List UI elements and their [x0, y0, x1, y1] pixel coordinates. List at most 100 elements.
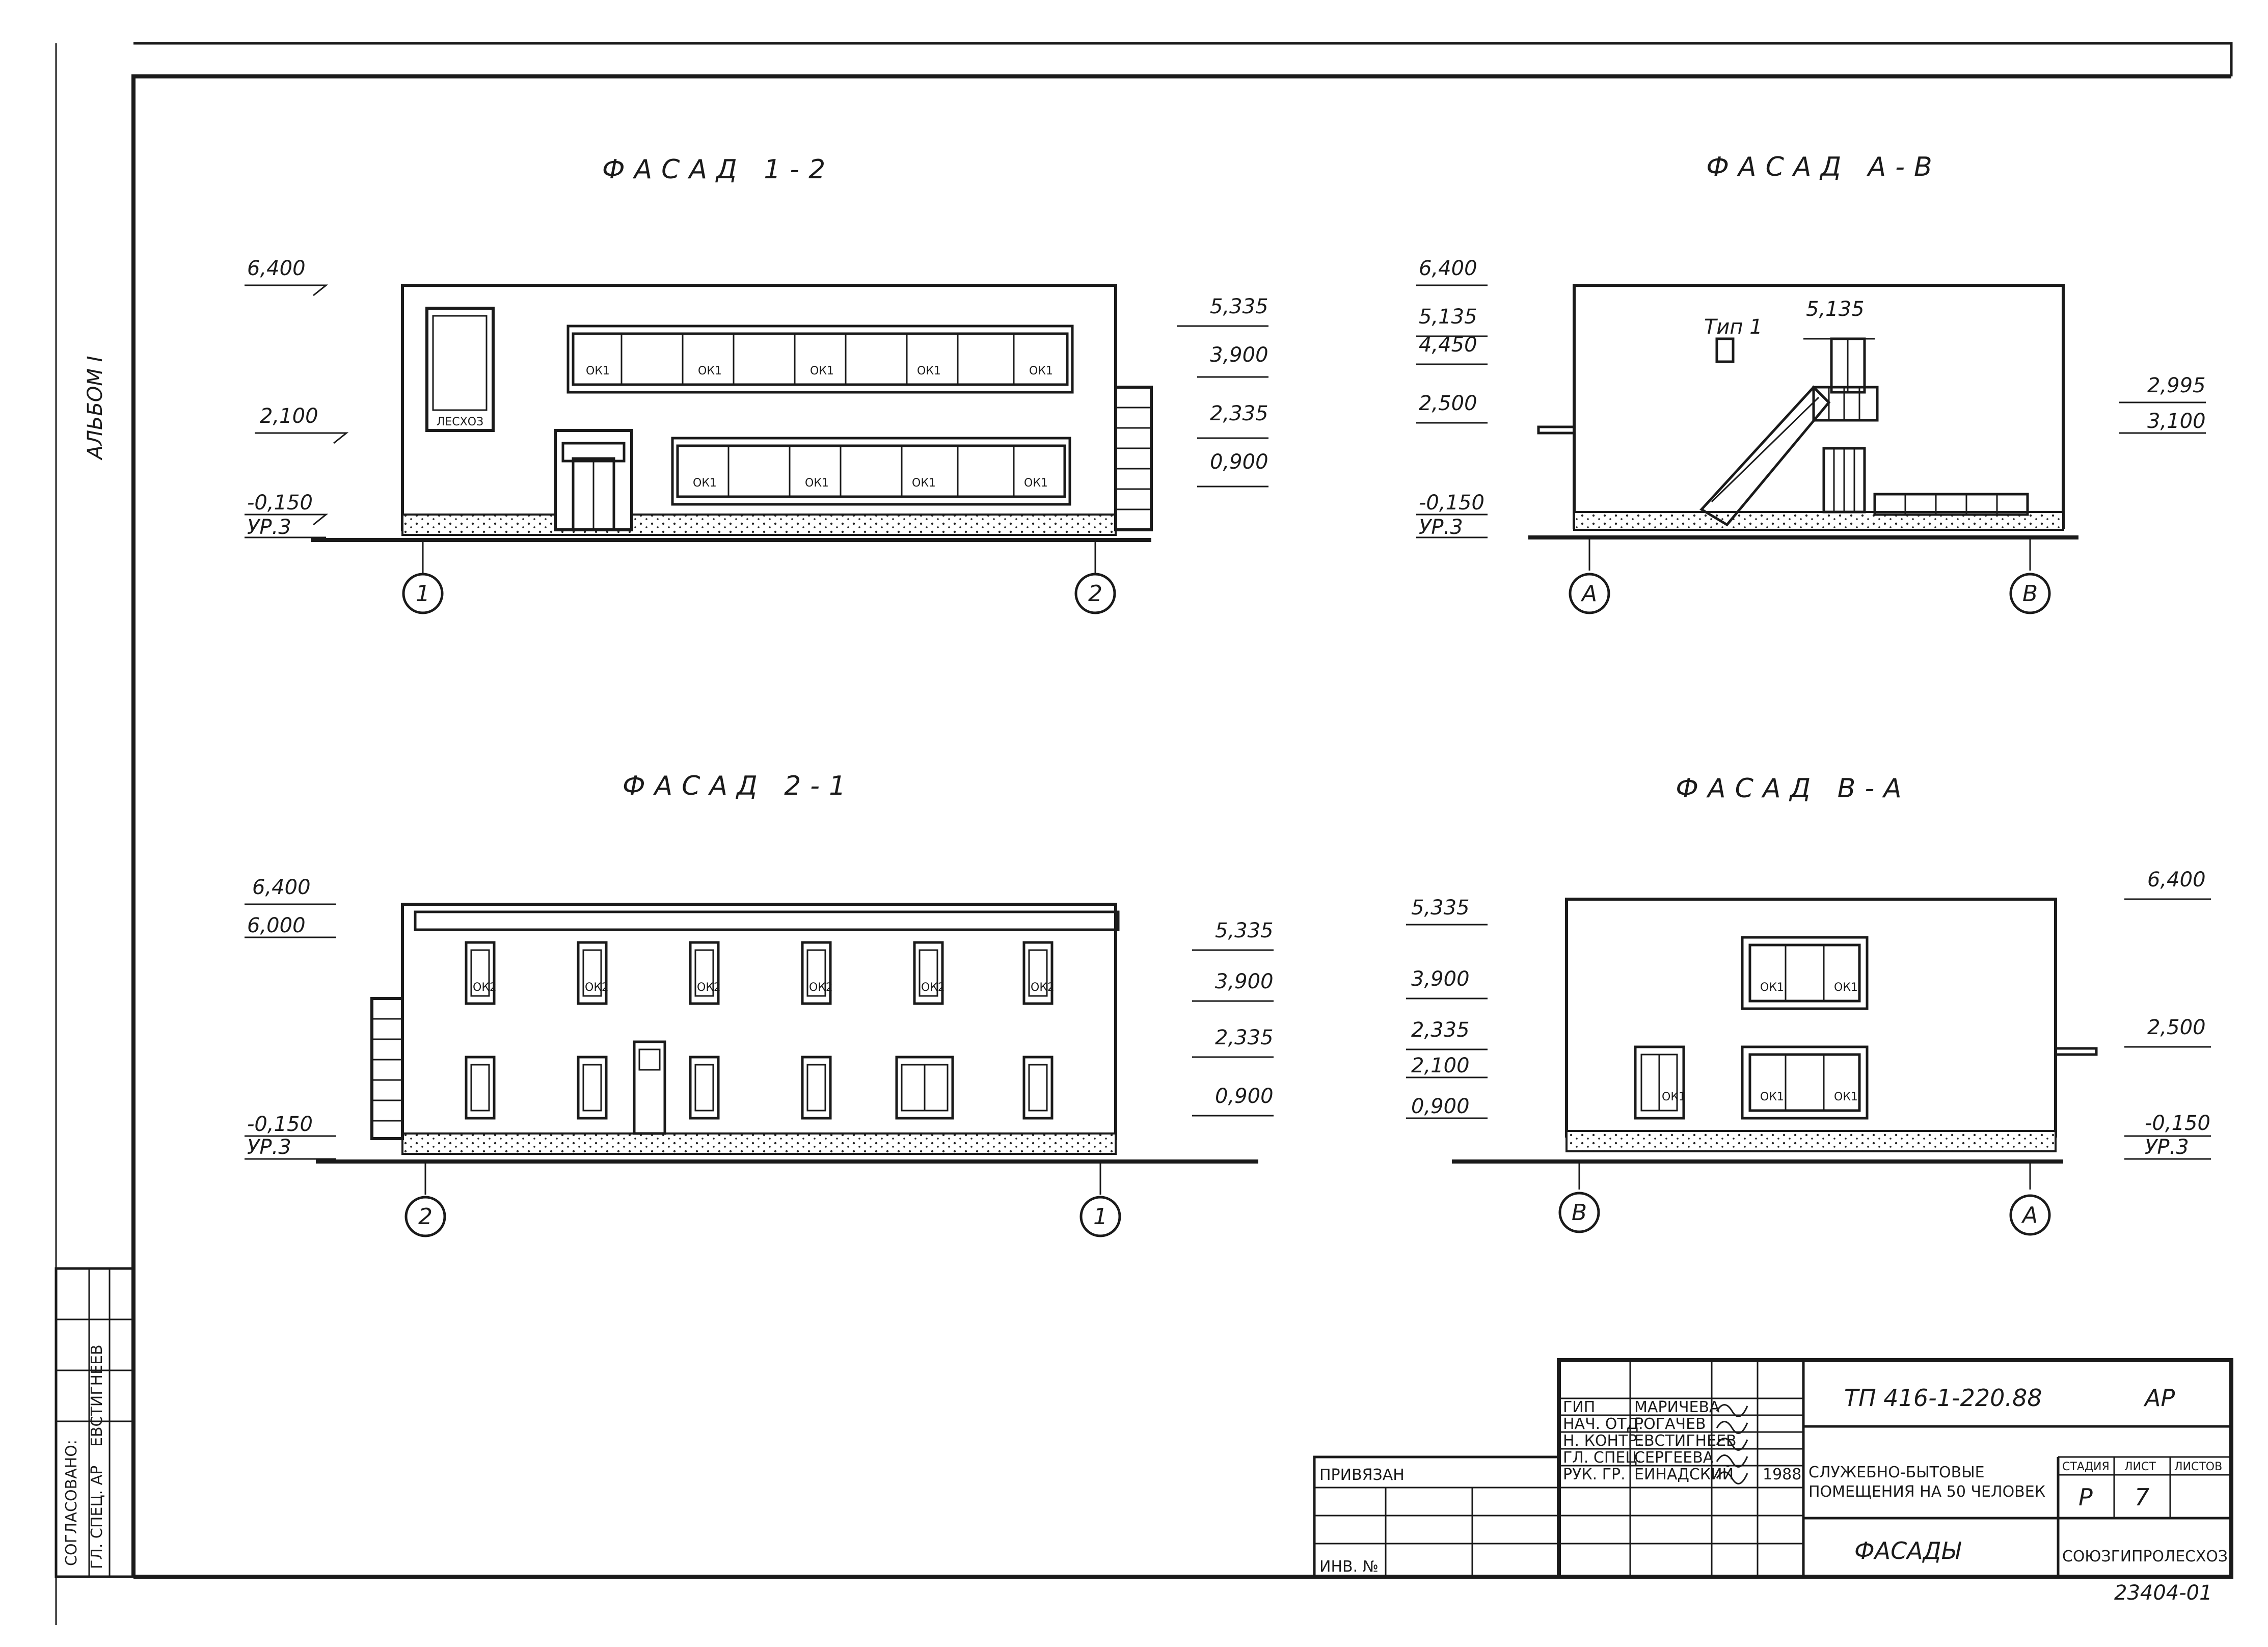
approval-block: СОГЛАСОВАНО: ГЛ. СПЕЦ. АР ЕВСТИГНЕЕВ	[55, 1267, 135, 1578]
approval-role: ГЛ. СПЕЦ. АР	[88, 1466, 106, 1569]
lower-windows	[465, 1056, 1054, 1120]
level-mark: 2,500	[2147, 1016, 2206, 1039]
window-label: ОК1	[698, 365, 722, 377]
window-label: ОК2	[921, 981, 945, 994]
level-mark: -0,150	[247, 1113, 313, 1136]
axis-label: А	[1580, 581, 1597, 607]
tb-role: НАЧ. ОТД.	[1563, 1415, 1643, 1433]
approval-name: ЕВСТИГНЕЕВ	[88, 1344, 106, 1447]
level-mark: УР.3	[247, 1136, 291, 1159]
window-label: ОК1	[1834, 981, 1858, 994]
level-mark: 2,100	[1411, 1054, 1470, 1077]
tb-role: РУК. ГР.	[1563, 1466, 1626, 1483]
level-mark: 2,500	[1419, 392, 1477, 415]
entrance-door	[633, 1040, 666, 1135]
facade-b-a-title: ФАСАД В-А	[1676, 773, 1910, 804]
window-label: ОК1	[1760, 981, 1784, 994]
tb-name: СЕРГЕЕВА	[1634, 1449, 1714, 1467]
tb-object-2: ПОМЕЩЕНИЯ НА 50 ЧЕЛОВЕК	[1808, 1483, 2045, 1501]
level-mark: 6,400	[2147, 868, 2206, 892]
tb-year: 1988	[1763, 1466, 1801, 1483]
level-mark: 0,900	[1215, 1085, 1274, 1108]
level-mark: -0,150	[1419, 491, 1484, 515]
level-mark: 5,335	[1210, 295, 1268, 318]
window-label: ОК1	[1024, 477, 1048, 490]
window-label: ОК2	[697, 981, 721, 994]
level-mark: 2,100	[260, 404, 318, 428]
level-mark: 4,450	[1419, 333, 1477, 357]
album-label: АЛЬБОМ I	[84, 356, 107, 461]
tb-sheet: 7	[2135, 1483, 2149, 1511]
approval-title: СОГЛАСОВАНО:	[63, 1440, 80, 1566]
facade-2-1: ФАСАД 2-1 ОК2 ОК2 ОК2 ОК2 ОК2 ОК2	[245, 771, 1274, 1237]
level-mark: УР.3	[247, 516, 291, 539]
level-mark: 0,900	[1411, 1095, 1470, 1118]
level-mark: 5,335	[1411, 896, 1470, 920]
facade-a-b-title: ФАСАД А-В	[1706, 152, 1941, 182]
window-label: ОК1	[917, 365, 941, 377]
title-block: ГИП МАРИЧЕВА НАЧ. ОТД. РОГАЧЕВ Н. КОНТР.…	[1313, 1358, 2233, 1605]
facade-2-1-title: ФАСАД 2-1	[623, 771, 855, 801]
vent-grille	[1715, 337, 1735, 363]
level-mark: УР.3	[1419, 516, 1463, 539]
level-mark: 3,900	[1210, 343, 1268, 367]
axis-label: В	[1572, 1200, 1587, 1226]
level-mark: 6,400	[1419, 257, 1477, 280]
tb-code: ТП 416-1-220.88	[1844, 1384, 2042, 1412]
axis-label: А	[2021, 1202, 2038, 1228]
tb-role: Н. КОНТР.	[1563, 1432, 1642, 1450]
level-mark: 5,135	[1419, 305, 1477, 329]
level-mark: 3,900	[1215, 970, 1274, 993]
tb-object-1: СЛУЖЕБНО-БЫТОВЫЕ	[1808, 1464, 1985, 1481]
facade-1-2: ФАСАД 1-2 ЛЕСХОЗ ОК1 ОК1 ОК1 ОК1 ОК1 ОК1	[245, 154, 1268, 614]
tb-archive: 23404-01	[2114, 1581, 2212, 1605]
facade-b-a: ФАСАД В-А ОК1 ОК1 ОК1 ОК1 ОК1 5,335 3,90…	[1406, 773, 2211, 1236]
tb-sheets-h: ЛИСТОВ	[2174, 1461, 2222, 1473]
level-mark: 2,335	[1215, 1026, 1274, 1049]
tb-name: РОГАЧЕВ	[1634, 1415, 1706, 1433]
level-mark: 2,995	[2147, 374, 2206, 397]
tb-name: МАРИЧЕВА	[1634, 1398, 1720, 1416]
window-label: ОК1	[693, 477, 717, 490]
level-mark: 5,335	[1215, 919, 1274, 942]
tb-privyazan: ПРИВЯЗАН	[1319, 1466, 1405, 1484]
tb-stage: Р	[2078, 1483, 2093, 1511]
window-label: ОК1	[810, 365, 834, 377]
lesxoz-sign	[425, 307, 495, 432]
level-mark: 6,400	[252, 876, 311, 899]
axis-label: 2	[418, 1204, 433, 1230]
sign-text: ЛЕСХОЗ	[437, 416, 483, 428]
window-label: ОК2	[809, 981, 833, 994]
tb-role: ГИП	[1563, 1398, 1595, 1416]
tb-stage-h: СТАДИЯ	[2062, 1461, 2110, 1473]
level-mark: 5,135	[1806, 298, 1865, 321]
level-mark: УР.3	[2145, 1136, 2189, 1159]
window-label: ОК1	[1662, 1091, 1686, 1103]
tb-inv: ИНВ. №	[1319, 1558, 1379, 1576]
tb-role: ГЛ. СПЕЦ.	[1563, 1449, 1642, 1467]
window-label: ОК1	[1760, 1091, 1784, 1103]
level-mark: 3,100	[2147, 410, 2206, 433]
window-label: ОК1	[805, 477, 829, 490]
tb-mark: АР	[2143, 1384, 2175, 1412]
level-mark: 2,335	[1210, 402, 1268, 425]
window-label: ОК2	[1031, 981, 1055, 994]
tb-name: ЕИНАДСКИЙ	[1634, 1465, 1734, 1483]
window-label: ОК2	[585, 981, 609, 994]
axis-label: 1	[416, 581, 430, 607]
facade-a-b: ФАСАД А-В Тип 1 6,400 5,135 4,450	[1416, 152, 2206, 614]
tb-org: СОЮЗГИПРОЛЕСХОЗ	[2062, 1548, 2228, 1565]
axis-label: В	[2022, 581, 2038, 607]
tb-sheet-title: ФАСАДЫ	[1854, 1537, 1962, 1564]
tb-name: ЕВСТИГНЕЕВ	[1634, 1432, 1737, 1450]
level-mark: -0,150	[2145, 1112, 2210, 1135]
type-label: Тип 1	[1704, 315, 1763, 339]
window-label: ОК1	[586, 365, 610, 377]
window-label: ОК2	[473, 981, 497, 994]
axis-label: 1	[1093, 1204, 1108, 1230]
facade-1-2-title: ФАСАД 1-2	[602, 154, 834, 185]
window-label: ОК1	[1834, 1091, 1858, 1103]
window-label: ОК1	[912, 477, 936, 490]
tb-sheet-h: ЛИСТ	[2124, 1461, 2156, 1473]
level-mark: 2,335	[1411, 1018, 1470, 1042]
